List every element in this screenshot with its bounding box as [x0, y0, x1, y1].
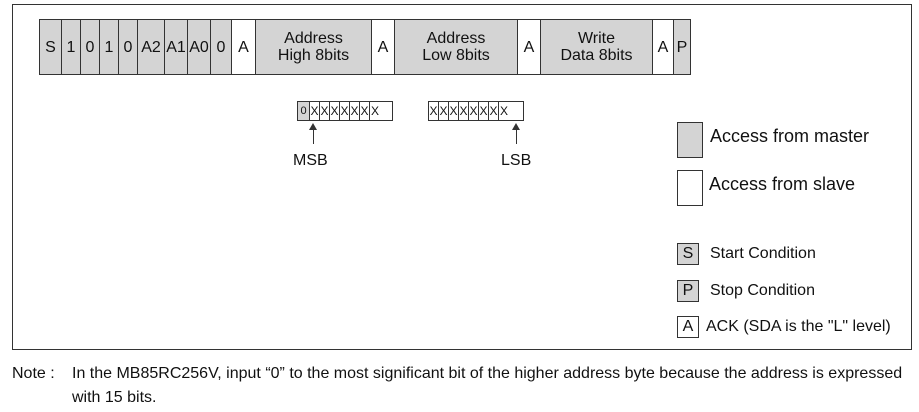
legend-symbol-2-box: A	[677, 316, 699, 338]
low-byte-bit-3: X	[459, 102, 469, 120]
legend-symbol-0-text: Start Condition	[710, 245, 816, 262]
legend-symbol-2-text: ACK (SDA is the "L" level)	[706, 318, 891, 335]
legend-symbol-1-box: P	[677, 280, 699, 302]
low-byte-bit-6: X	[489, 102, 499, 120]
high-byte-bit-3: X	[330, 102, 340, 120]
low-byte-bit-0: X	[429, 102, 439, 120]
frame-cell-14: Write Data 8bits	[540, 19, 653, 75]
high-byte-bit-0: 0	[298, 102, 310, 120]
high-byte-bit-1: X	[310, 102, 320, 120]
lsb-arrow-line	[516, 130, 517, 144]
frame-cell-1: 1	[61, 19, 81, 75]
frame-cell-7: A0	[187, 19, 211, 75]
frame-cell-6: A1	[164, 19, 188, 75]
frame-cell-5: A2	[137, 19, 165, 75]
high-byte-bit-6: X	[360, 102, 370, 120]
legend-slave-swatch	[677, 170, 703, 206]
legend-symbol-0-box: S	[677, 243, 699, 265]
msb-arrow-line	[313, 130, 314, 144]
msb-arrow-head	[309, 123, 317, 130]
low-byte-bit-2: X	[449, 102, 459, 120]
high-byte-bit-2: X	[320, 102, 330, 120]
frame-cell-16: P	[673, 19, 691, 75]
low-byte-bit-5: X	[479, 102, 489, 120]
frame-cell-8: 0	[210, 19, 232, 75]
frame-cell-15: A	[652, 19, 674, 75]
legend-slave-text: Access from slave	[709, 174, 856, 194]
frame-cell-12: Address Low 8bits	[394, 19, 518, 75]
msb-label: MSB	[293, 152, 328, 169]
high-byte-bit-5: X	[350, 102, 360, 120]
low-byte-bit-7: X	[499, 104, 508, 118]
frame-cell-2: 0	[80, 19, 100, 75]
lsb-label: LSB	[501, 152, 532, 169]
frame-cell-9: A	[231, 19, 256, 75]
frame-cell-11: A	[371, 19, 395, 75]
frame-cell-13: A	[517, 19, 541, 75]
frame-cell-10: Address High 8bits	[255, 19, 372, 75]
frame-cell-3: 1	[99, 19, 119, 75]
frame-cell-4: 0	[118, 19, 138, 75]
high-byte-bit-7: X	[370, 104, 379, 118]
legend-symbol-1-text: Stop Condition	[710, 282, 815, 299]
low-byte-bit-4: X	[469, 102, 479, 120]
frame-cell-0: S	[39, 19, 62, 75]
note-text: In the MB85RC256V, input “0” to the most…	[72, 365, 903, 406]
lsb-arrow-head	[512, 123, 520, 130]
legend-master-swatch	[677, 122, 703, 158]
high-byte-bit-4: X	[340, 102, 350, 120]
low-byte-bit-1: X	[439, 102, 449, 120]
legend-master-text: Access from master	[710, 126, 870, 146]
note-prefix: Note :	[12, 365, 55, 382]
